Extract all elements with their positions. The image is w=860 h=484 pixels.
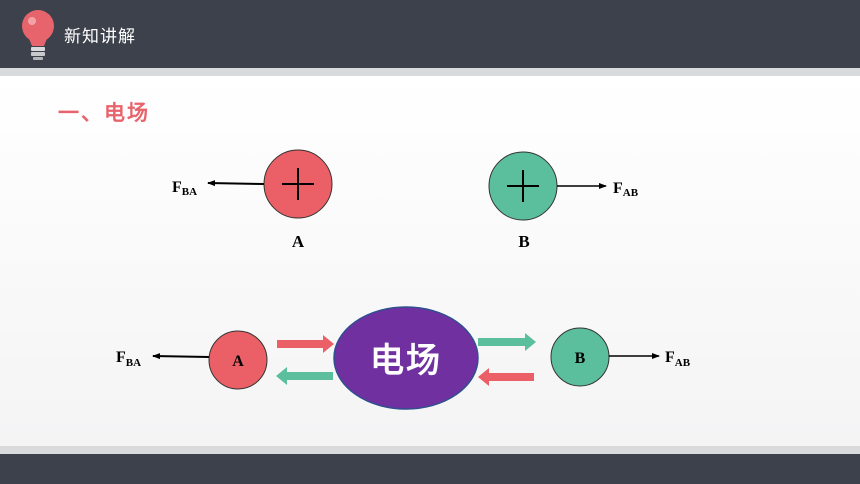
lightbulb-icon: [22, 10, 54, 60]
bottom-charge-b: B: [550, 327, 610, 387]
electric-field-label: 电场: [370, 341, 442, 381]
page-title: 新知讲解: [64, 27, 136, 47]
bottom-charge-a: A: [208, 330, 268, 390]
header-bar: [0, 0, 860, 68]
force-label-ba-bottom: FBA: [116, 349, 141, 369]
force-arrow-ba-bottom: [152, 353, 210, 360]
bottom-charge-a-label: A: [232, 353, 244, 370]
footer-divider: [0, 446, 860, 454]
force-label-ab-top: FAB: [613, 180, 639, 199]
arrow-b-to-field: [478, 368, 534, 386]
arrow-field-to-a: [276, 367, 333, 385]
arrow-field-to-b: [478, 333, 536, 351]
header-divider: [0, 68, 860, 76]
top-charge-b: [488, 151, 558, 221]
footer-bar: [0, 454, 860, 484]
electric-field-ellipse: 电场: [333, 306, 479, 410]
top-charge-a-label: A: [292, 232, 305, 251]
force-label-ab-bottom: FAB: [665, 349, 691, 369]
top-charge-a: [263, 149, 333, 219]
force-label-ba-top: FBA: [172, 179, 197, 198]
arrow-a-to-field: [277, 335, 334, 353]
section-heading: 一、电场: [58, 101, 150, 125]
top-charge-b-label: B: [518, 232, 529, 251]
bottom-charge-b-label: B: [575, 350, 586, 367]
force-arrow-ba-top: [207, 180, 265, 187]
